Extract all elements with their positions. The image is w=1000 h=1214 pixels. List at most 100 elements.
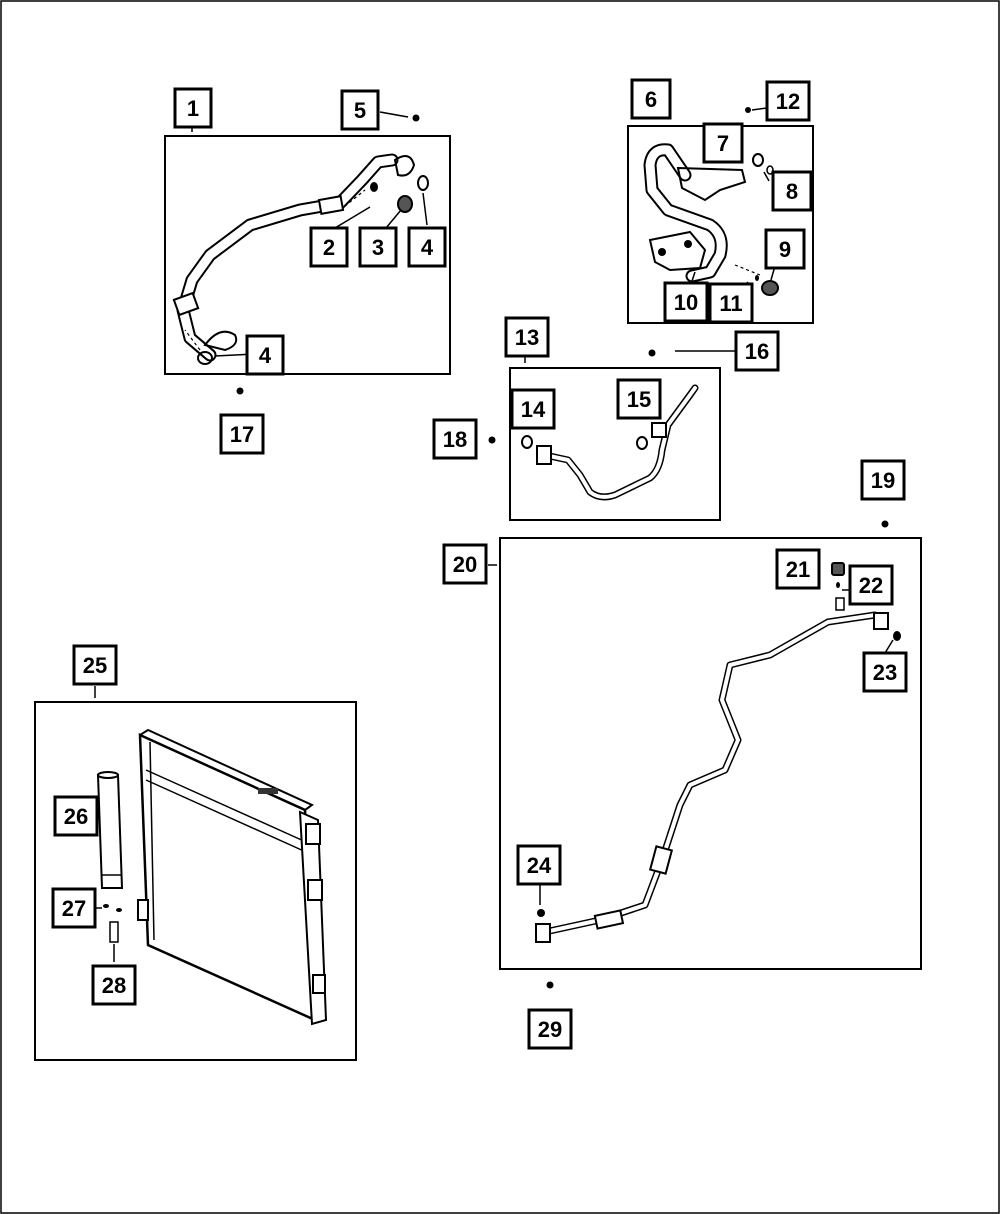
- condenser-port-lower: [307, 879, 323, 901]
- svg-text:1: 1: [187, 96, 199, 121]
- svg-text:27: 27: [62, 896, 86, 921]
- group-13-liquid-line: [488, 349, 736, 521]
- callout-22: 22: [848, 564, 894, 606]
- hose-sleeve-lower: [172, 291, 200, 317]
- o-ring-15: [636, 436, 648, 450]
- callout-5: 5: [340, 89, 380, 131]
- svg-text:15: 15: [627, 387, 651, 412]
- svg-text:20: 20: [453, 552, 477, 577]
- group-1-frame: [164, 135, 451, 375]
- svg-text:5: 5: [354, 98, 366, 123]
- svg-text:28: 28: [102, 973, 126, 998]
- svg-text:4: 4: [421, 235, 434, 260]
- group-20-liquid-line: [488, 520, 922, 989]
- hose-sleeve-upper: [317, 195, 345, 215]
- svg-text:6: 6: [645, 87, 657, 112]
- condenser-bracket: [312, 974, 326, 994]
- condenser-core: [138, 733, 317, 1022]
- svg-text:19: 19: [871, 468, 895, 493]
- callout-25: 25: [72, 644, 118, 686]
- callout-7: 7: [702, 122, 744, 164]
- callout-8: 8: [771, 170, 813, 212]
- valve-core-22: [836, 582, 840, 588]
- callout-19: 19: [860, 459, 906, 501]
- svg-text:12: 12: [776, 89, 800, 114]
- svg-text:29: 29: [538, 1017, 562, 1042]
- pipe-end-fitting-23: [873, 612, 889, 630]
- valve-core-3: [397, 195, 413, 213]
- group-25-condenser: [34, 686, 357, 1061]
- callout-2: 2: [309, 226, 349, 268]
- pipe-end-fitting-24: [535, 923, 551, 943]
- callout-1: 1: [173, 87, 213, 129]
- cap-2: [370, 182, 378, 192]
- condenser-port-upper: [305, 823, 321, 845]
- callout-10: 10: [663, 281, 709, 323]
- callout-29: 29: [527, 1008, 573, 1050]
- svg-text:24: 24: [527, 853, 552, 878]
- callout-28: 28: [91, 964, 137, 1006]
- svg-text:23: 23: [873, 660, 897, 685]
- lower-manifold-10: [648, 230, 707, 272]
- dot-17: [236, 387, 244, 395]
- svg-text:3: 3: [372, 235, 384, 260]
- condenser-mount: [137, 899, 149, 921]
- callout-4-lower: 4: [245, 334, 285, 376]
- callout-12: 12: [765, 80, 811, 122]
- dot-29: [546, 981, 554, 989]
- o-ring-27b: [116, 908, 122, 912]
- callout-17: 17: [219, 413, 265, 455]
- svg-text:10: 10: [674, 290, 698, 315]
- valve-9: [761, 280, 779, 296]
- o-ring-4-upper: [417, 175, 429, 191]
- o-ring-4-lower: [197, 351, 213, 365]
- svg-text:18: 18: [443, 427, 467, 452]
- callout-9: 9: [764, 228, 806, 270]
- svg-text:4: 4: [259, 343, 272, 368]
- drier-cartridge-26: [96, 774, 124, 889]
- svg-text:17: 17: [230, 422, 254, 447]
- dot-16: [648, 349, 656, 357]
- pipe-sleeve-upper: [648, 845, 674, 875]
- callout-13: 13: [504, 316, 550, 358]
- pipe-end-fitting: [536, 445, 552, 465]
- svg-text:22: 22: [859, 573, 883, 598]
- callout-3: 3: [358, 226, 398, 268]
- upper-fitting: [393, 155, 416, 177]
- callout-6: 6: [630, 78, 672, 120]
- svg-text:11: 11: [719, 291, 742, 316]
- svg-text:7: 7: [717, 131, 729, 156]
- o-ring-27a: [103, 904, 109, 908]
- callout-18: 18: [432, 418, 478, 460]
- callout-16: 16: [734, 330, 780, 372]
- callout-27: 27: [51, 887, 97, 929]
- callout-20: 20: [442, 543, 488, 585]
- callout-11: 11: [708, 282, 754, 324]
- o-ring-14: [521, 435, 533, 449]
- svg-text:21: 21: [786, 557, 810, 582]
- dot-12: [745, 107, 751, 113]
- svg-text:16: 16: [745, 339, 769, 364]
- lower-fitting: [203, 330, 238, 352]
- svg-text:25: 25: [83, 653, 107, 678]
- callout-26: 26: [53, 795, 99, 837]
- group-25-frame: [34, 701, 357, 1061]
- group-20-frame: [499, 537, 922, 970]
- svg-text:26: 26: [64, 804, 88, 829]
- o-ring-8b: [766, 165, 774, 175]
- o-ring-23: [893, 631, 901, 641]
- svg-text:14: 14: [521, 397, 546, 422]
- dot-5: [412, 114, 420, 122]
- pipe-mid-fitting: [651, 422, 667, 438]
- group-13-frame: [509, 367, 721, 521]
- callout-4-upper: 4: [407, 226, 447, 268]
- cap-21: [831, 562, 845, 576]
- pipe-sleeve: [593, 909, 625, 930]
- condenser-side-tank: [298, 810, 328, 1026]
- o-ring-8a: [752, 153, 764, 167]
- callout-24: 24: [516, 844, 562, 886]
- dot-18: [488, 436, 496, 444]
